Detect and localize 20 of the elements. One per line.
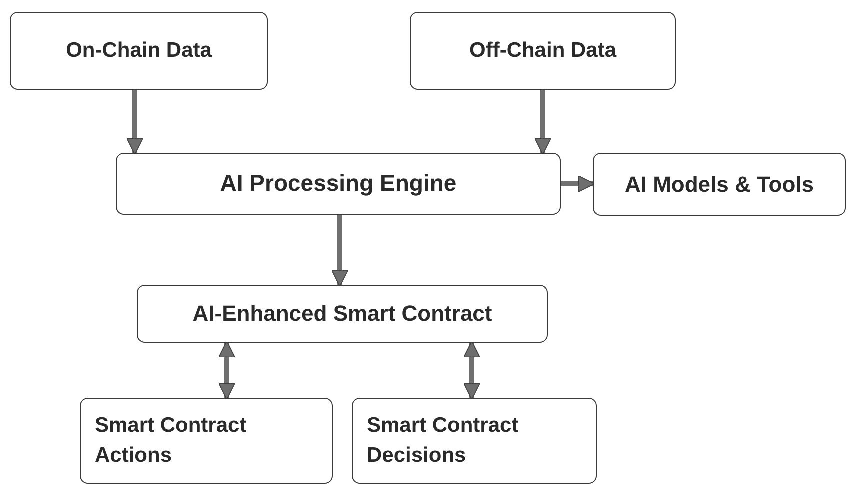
box-label: Smart Contract Actions [95,412,248,469]
arrow [218,340,236,400]
arrow [464,340,480,400]
box-label: AI-Enhanced Smart Contract [192,300,492,328]
process-box [80,398,333,484]
process-box [10,12,268,90]
box-label: AI Processing Engine [220,169,457,198]
process-box [352,398,597,484]
arrow [561,176,596,192]
arrow [534,90,552,156]
arrow [332,215,348,288]
box-label: Smart Contract Decisions [367,412,520,469]
process-box [116,153,561,215]
box-label: Off-Chain Data [470,38,616,64]
process-box [410,12,676,90]
process-box [593,153,846,216]
arrow [126,90,144,156]
process-box [137,285,548,343]
box-label: On-Chain Data [66,38,212,64]
box-label: AI Models & Tools [624,170,814,199]
